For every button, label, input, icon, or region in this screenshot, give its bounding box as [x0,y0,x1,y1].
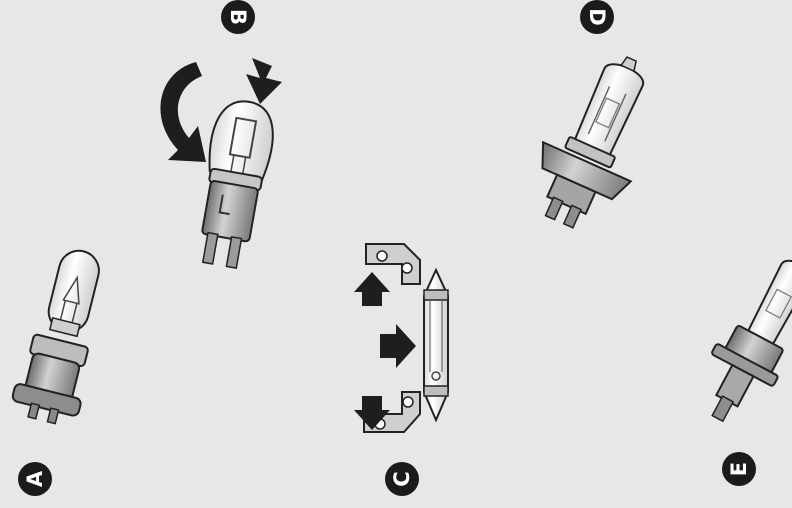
bulb-a-glass [47,249,100,338]
bulb-c [363,243,449,433]
label-e-badge: E [722,452,756,486]
bulb-a-holder [11,333,89,425]
label-c-badge: C [385,462,419,496]
label-c: C [389,471,414,487]
label-e: E [726,461,751,477]
bulb-e [711,250,792,423]
label-a: A [22,470,47,488]
bulb-c-top-clip [365,243,421,285]
up-arrow-icon [354,272,390,306]
bulb-a [11,249,100,425]
bulb-b [201,100,274,269]
label-b: B [226,8,251,25]
label-b-badge: B [221,0,255,34]
right-arrow-icon [380,324,416,368]
curved-arrow-icon [160,62,206,162]
bulb-d [541,56,645,229]
label-d: D [585,8,610,26]
down-arrow-icon [354,396,390,430]
label-a-badge: A [18,462,52,496]
down-arrow-icon [246,58,282,104]
label-d-badge: D [580,0,614,34]
